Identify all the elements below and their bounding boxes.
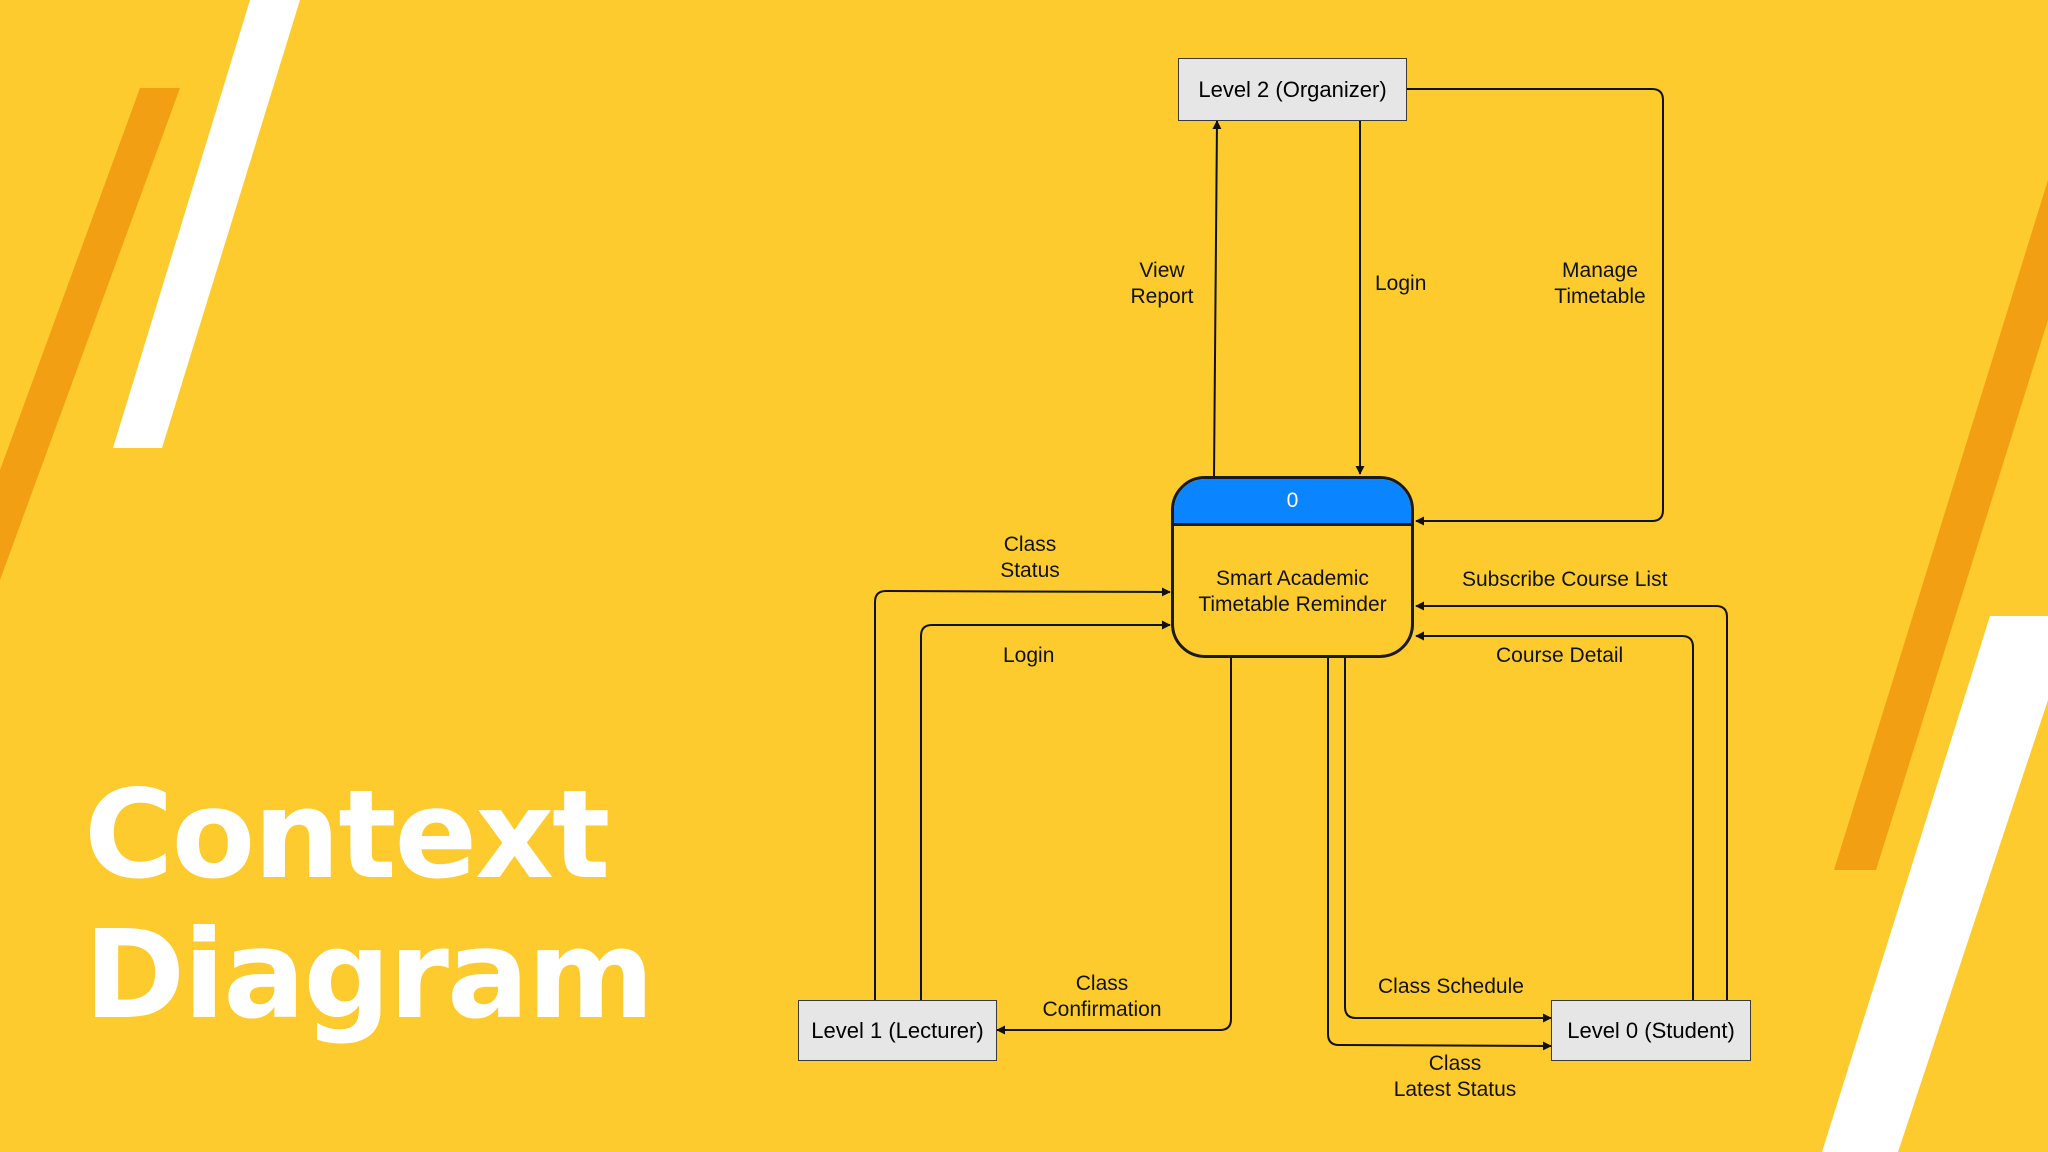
label-class-latest-status: Class Latest Status [1380,1051,1530,1103]
process-name-line-2: Timetable Reminder [1198,593,1387,616]
label-class-confirmation-line-2: Confirmation [1042,998,1162,1021]
label-lecturer-login: Login [1003,644,1055,667]
flow-class-schedule [1344,658,1552,1023]
process-name-line-1: Smart Academic [1216,567,1369,590]
flow-class-confirmation [996,658,1232,1035]
label-view-report-line-1: View [1139,259,1185,282]
label-manage-timetable: Manage Timetable [1545,258,1655,310]
decor-orange-stripe-left [0,88,180,580]
label-class-status-line-1: Class [1003,533,1057,556]
slide-title: Context Diagram [84,764,654,1046]
decor-white-stripe-right [1822,616,2048,1152]
decor-orange-stripe-right [1834,180,2048,870]
label-view-report-line-2: Report [1130,285,1194,308]
label-subscribe-course-list: Subscribe Course List [1462,568,1668,591]
flow-course-detail [1415,631,1694,1000]
decor-white-stripe-left [113,0,300,448]
flow-subscribe-course-list [1415,601,1728,1000]
process-name: Smart Academic Timetable Reminder [1174,526,1411,655]
label-organizer-login: Login [1375,272,1427,295]
flow-lecturer-login [920,620,1171,1000]
label-class-latest-status-line-1: Class [1428,1052,1482,1075]
label-class-confirmation: Class Confirmation [1032,971,1172,1023]
flow-class-latest-status [1327,658,1552,1051]
label-class-latest-status-line-2: Latest Status [1393,1078,1517,1101]
process-smart-academic-timetable-reminder: 0 Smart Academic Timetable Reminder [1171,476,1414,658]
label-class-schedule: Class Schedule [1378,975,1524,998]
label-class-confirmation-line-1: Class [1075,972,1129,995]
entity-organizer: Level 2 (Organizer) [1178,58,1407,121]
label-class-status-line-2: Status [1000,559,1060,582]
flow-manage-timetable [1405,88,1664,526]
slide-title-line-2: Diagram [84,904,654,1046]
flow-view-report [1212,120,1222,477]
label-manage-timetable-line-1: Manage [1562,259,1638,282]
entity-student: Level 0 (Student) [1551,1000,1751,1061]
entity-lecturer: Level 1 (Lecturer) [798,1000,997,1061]
process-number: 0 [1174,479,1411,526]
label-manage-timetable-line-2: Timetable [1554,285,1646,308]
flow-class-status [874,587,1171,1000]
label-course-detail: Course Detail [1496,644,1624,667]
label-view-report: View Report [1122,258,1202,310]
label-class-status: Class Status [985,532,1075,584]
slide-title-line-1: Context [84,764,610,906]
